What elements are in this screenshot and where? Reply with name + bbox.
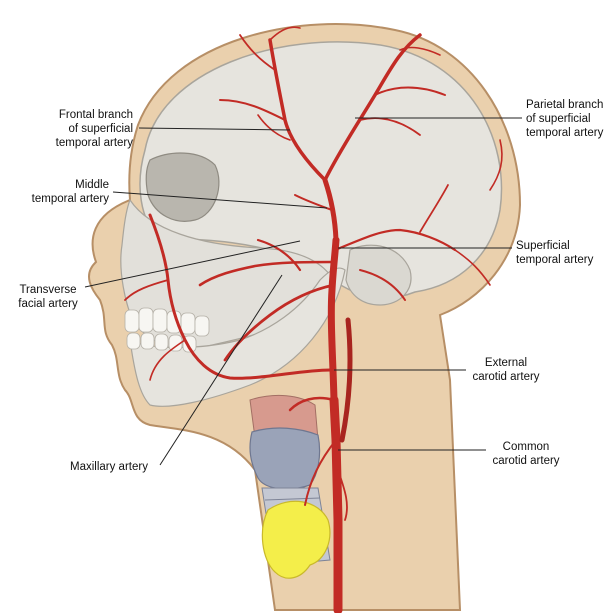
label-external-carotid: External carotid artery: [472, 357, 540, 383]
leader-transverse-facial: [84, 240, 301, 288]
leader-frontal: [138, 127, 291, 131]
leader-middle-temporal: [112, 191, 328, 209]
label-maxillary: Maxillary artery: [70, 461, 148, 473]
label-middle-temporal: Middle temporal artery: [31, 179, 109, 205]
label-superficial-temporal: Superficial temporal artery: [516, 240, 594, 266]
label-transverse-facial: Transverse facial artery: [18, 284, 78, 310]
mastoid-process: [345, 244, 412, 306]
eye-orbit: [145, 152, 220, 222]
arteries: [124, 26, 503, 613]
label-frontal-branch: Frontal branch of superficial temporal a…: [55, 109, 133, 149]
thyroid-cartilage: [249, 427, 321, 490]
leader-lines: [84, 117, 522, 466]
label-parietal-branch: Parietal branch of superficial temporal …: [526, 99, 604, 139]
label-common-carotid: Common carotid artery: [492, 441, 560, 467]
leader-maxillary: [159, 274, 283, 466]
thyroid-gland: [261, 500, 331, 579]
